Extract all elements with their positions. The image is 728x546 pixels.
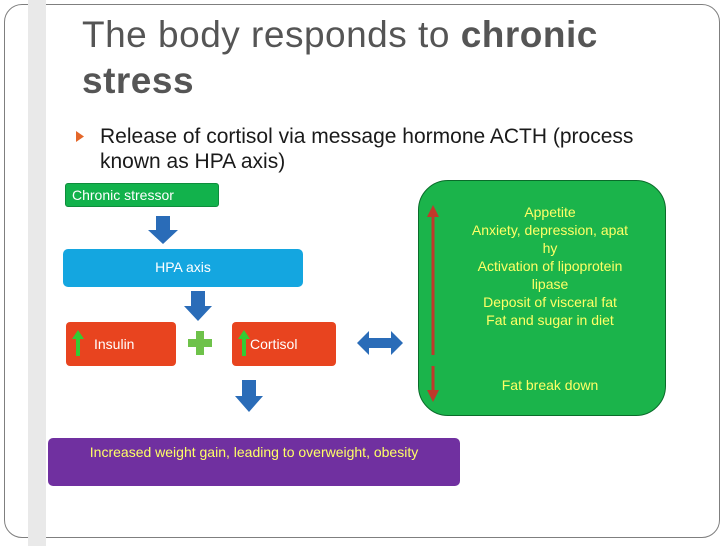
effect-item: Fat and sugar in diet	[486, 312, 614, 328]
effect-item: Anxiety, depression, apat	[471, 222, 629, 238]
fat-breakdown-label: Fat break down	[501, 377, 599, 393]
effects-list: Appetite Anxiety, depression, apat hy Ac…	[439, 203, 661, 329]
cortisol-label: Cortisol	[250, 336, 298, 352]
slide-side-bar	[28, 0, 46, 546]
effect-item: Deposit of visceral fat	[483, 294, 617, 310]
down-arrow-icon	[184, 291, 212, 321]
title-bold: chronic stress	[82, 14, 598, 101]
bullet-arrow-icon	[76, 131, 84, 142]
down-arrow-icon	[148, 216, 178, 244]
title-prefix: The body responds to	[82, 14, 461, 55]
down-arrow-icon	[427, 366, 439, 402]
effect-item: Appetite	[524, 204, 576, 220]
up-arrow-icon	[238, 330, 250, 356]
up-arrow-icon	[72, 330, 84, 356]
effects-box: Appetite Anxiety, depression, apat hy Ac…	[418, 180, 666, 416]
outcome-box: Increased weight gain, leading to overwe…	[48, 438, 460, 486]
effect-item: hy	[542, 240, 558, 256]
slide-frame	[4, 4, 720, 538]
slide-title: The body responds to chronic stress	[82, 12, 702, 104]
effect-item: Activation of lipoprotein	[477, 258, 623, 274]
down-arrow-icon	[235, 380, 263, 412]
double-arrow-icon	[357, 331, 403, 355]
up-arrow-icon	[427, 205, 439, 355]
effect-item: lipase	[531, 276, 569, 292]
hpa-axis-label: HPA axis	[155, 259, 211, 275]
insulin-label: Insulin	[94, 336, 135, 352]
cortisol-box: Cortisol	[232, 322, 336, 366]
hpa-axis-box: HPA axis	[63, 249, 303, 287]
plus-icon	[188, 331, 212, 355]
bullet-text: Release of cortisol via message hormone …	[100, 125, 634, 173]
insulin-box: Insulin	[66, 322, 176, 366]
chronic-stressor-label: Chronic stressor	[72, 187, 174, 203]
outcome-label: Increased weight gain, leading to overwe…	[89, 444, 419, 460]
chronic-stressor-box: Chronic stressor	[65, 183, 219, 207]
